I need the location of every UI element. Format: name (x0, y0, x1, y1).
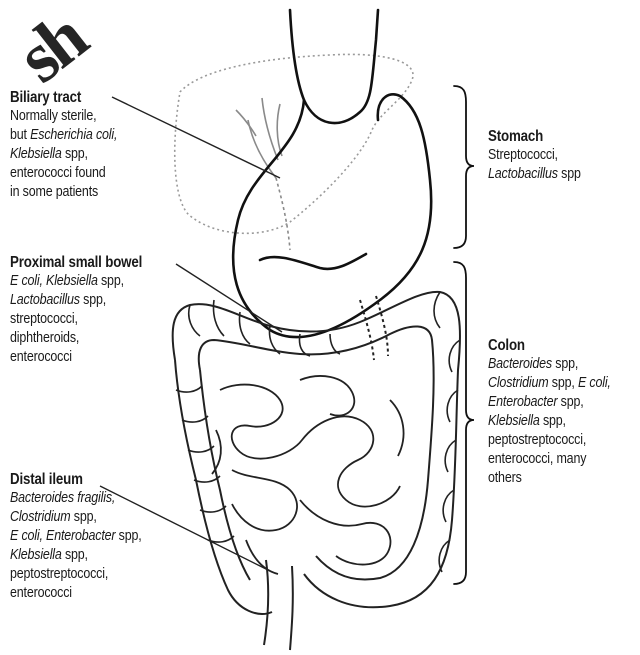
organism-line: Klebsiella spp, (10, 546, 142, 565)
organism-name-italic: Klebsiella (10, 146, 62, 162)
organism-name-italic: E coli, (578, 375, 611, 391)
organism-line: in some patients (10, 183, 117, 202)
organism-line: Enterobacter spp, (488, 393, 611, 412)
organism-line: Klebsiella spp, (488, 412, 611, 431)
organism-line: streptococci, (10, 310, 142, 329)
organism-name-italic: Clostridium (10, 509, 70, 525)
distal-ileum-label: Distal ileum Bacteroides fragilis, Clostr… (10, 470, 142, 603)
organism-text: Normally sterile, (10, 108, 96, 124)
organism-text: diphtheroids, (10, 330, 79, 346)
organism-text: spp, (548, 375, 577, 391)
organism-text: enterococci (10, 585, 72, 601)
organism-name-italic: Clostridium (488, 375, 548, 391)
organism-text: spp, (62, 146, 88, 162)
organism-text: in some patients (10, 184, 98, 200)
proximal-small-bowel-label: Proximal small bowel E coli, Klebsiella … (10, 253, 142, 367)
organism-line: Clostridium spp, (10, 508, 142, 527)
colon-label: Colon Bacteroides spp,Clostridium spp, E… (488, 336, 611, 488)
colon-title: Colon (488, 336, 611, 355)
organism-text: spp, (115, 528, 141, 544)
organism-line: Normally sterile, (10, 107, 117, 126)
organism-line: Clostridium spp, E coli, (488, 374, 611, 393)
biliary-tract-label: Biliary tract Normally sterile, but Esche… (10, 88, 117, 202)
organism-name-italic: Bacteroides fragilis, (10, 490, 115, 506)
organism-line: others (488, 469, 611, 488)
organism-text: enterococci (10, 349, 72, 365)
organism-line: peptostreptococci, (10, 565, 142, 584)
organism-line: enterococci (10, 348, 142, 367)
organism-name-italic: Bacteroides (488, 356, 552, 372)
organism-line: Bacteroides fragilis, (10, 489, 142, 508)
organism-line: Bacteroides spp, (488, 355, 611, 374)
organism-line: Lactobacillus spp (488, 165, 581, 184)
distal-ileum-title: Distal ileum (10, 470, 142, 489)
biliary-tract-title: Biliary tract (10, 88, 117, 107)
organism-name-italic: Escherichia coli, (30, 127, 117, 143)
organism-name-italic: Lactobacillus (10, 292, 80, 308)
organism-text: spp, (540, 413, 566, 429)
organism-text: enterococci, many (488, 451, 586, 467)
organism-text: spp, (80, 292, 106, 308)
proximal-small-bowel-title: Proximal small bowel (10, 253, 142, 272)
organism-line: peptostreptococci, (488, 431, 611, 450)
organism-text: spp, (557, 394, 583, 410)
stomach-title: Stomach (488, 127, 581, 146)
organism-line: Streptococci, (488, 146, 581, 165)
organism-text: spp, (552, 356, 578, 372)
organism-text: Streptococci, (488, 147, 558, 163)
organism-text: peptostreptococci, (488, 432, 586, 448)
organism-line: enterococci found (10, 164, 117, 183)
small-intestine-outline (212, 376, 404, 574)
organism-name-italic: Enterobacter (488, 394, 557, 410)
organism-line: diphtheroids, (10, 329, 142, 348)
organism-name-italic: E coli, Enterobacter (10, 528, 115, 544)
organism-text: but (10, 127, 30, 143)
organism-text: spp (558, 166, 581, 182)
organism-text: streptococci, (10, 311, 78, 327)
organism-line: E coli, Klebsiella spp, (10, 272, 142, 291)
organism-line: E coli, Enterobacter spp, (10, 527, 142, 546)
right-brackets (454, 86, 474, 584)
stomach-label: Stomach Streptococci, Lactobacillus spp (488, 127, 581, 184)
organism-text: enterococci found (10, 165, 106, 181)
colon-outline (173, 292, 460, 650)
organism-line: enterococci (10, 584, 142, 603)
organism-text: peptostreptococci, (10, 566, 108, 582)
organism-line: Klebsiella spp, (10, 145, 117, 164)
organism-text: spp, (70, 509, 96, 525)
stomach-outline (233, 10, 431, 337)
organism-text: spp, (98, 273, 124, 289)
organism-line: but Escherichia coli, (10, 126, 117, 145)
organism-name-italic: E coli, Klebsiella (10, 273, 98, 289)
organism-line: enterococci, many (488, 450, 611, 469)
organism-name-italic: Klebsiella (10, 547, 62, 563)
organism-line: Lactobacillus spp, (10, 291, 142, 310)
organism-name-italic: Lactobacillus (488, 166, 558, 182)
organism-text: spp, (62, 547, 88, 563)
organism-name-italic: Klebsiella (488, 413, 540, 429)
organism-text: others (488, 470, 522, 486)
